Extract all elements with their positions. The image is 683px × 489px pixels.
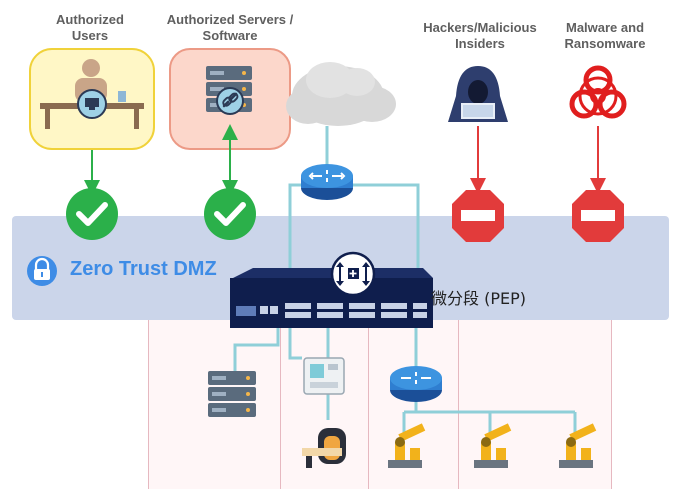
switch-badge-icon — [330, 251, 376, 297]
malware-label: Malware and Ransomware — [564, 20, 646, 51]
router-icon — [301, 164, 353, 200]
person-at-desk-icon — [40, 59, 144, 129]
industrial-robot-arm-icon — [474, 423, 512, 468]
biohazard-icon — [569, 65, 627, 119]
server-rack-icon — [208, 371, 256, 417]
cloud-icon — [286, 62, 396, 126]
pep-label: 微分段 (PEP) — [431, 289, 526, 308]
check-circle-icon — [204, 188, 256, 240]
network-links — [233, 126, 577, 434]
no-entry-icon — [572, 190, 624, 242]
authorized-servers-label: Authorized Servers / Software — [166, 12, 294, 43]
router-icon — [390, 366, 442, 402]
authorized-users-label: Authorized Users — [56, 12, 124, 43]
industrial-robot-arm-icon — [559, 423, 597, 468]
mri-scanner-icon — [302, 428, 346, 468]
industrial-robot-arm-icon — [388, 423, 426, 468]
padlock-icon — [27, 256, 57, 286]
dmz-title: Zero Trust DMZ — [70, 258, 217, 280]
link-icon — [216, 87, 244, 115]
hooded-hacker-icon — [448, 66, 508, 122]
hackers-label: Hackers/Malicious Insiders — [423, 20, 537, 51]
smart-meter-icon — [303, 357, 345, 395]
no-entry-icon — [452, 190, 504, 242]
check-circle-icon — [66, 188, 118, 240]
